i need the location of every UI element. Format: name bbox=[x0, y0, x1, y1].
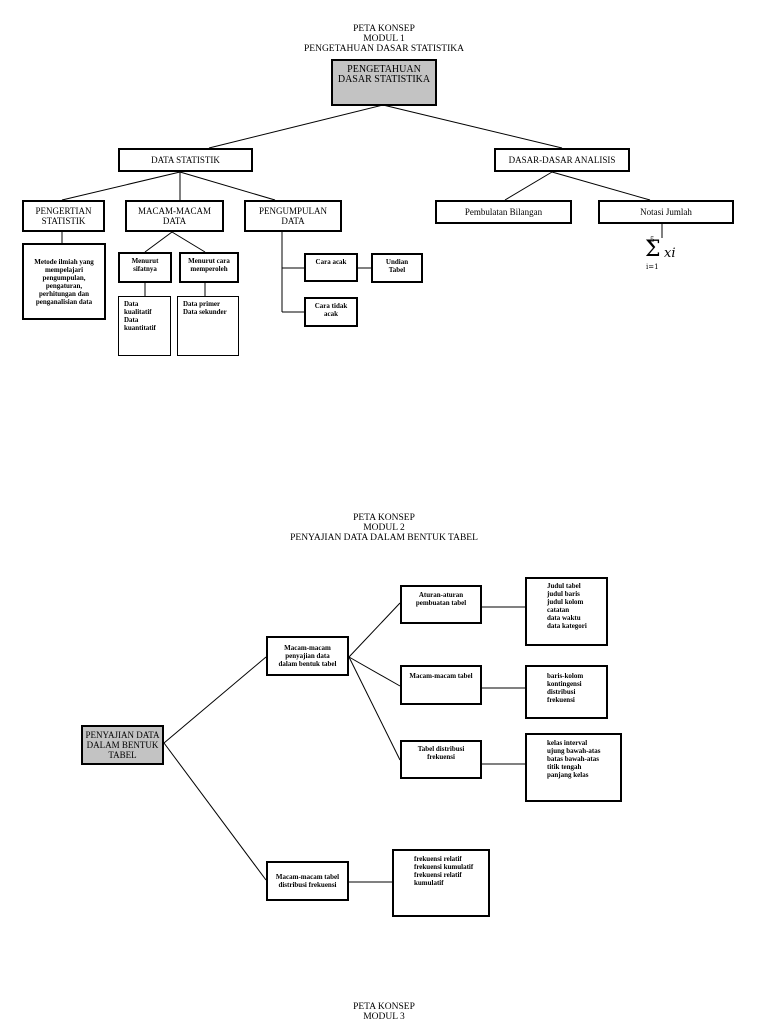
heading-line: PENYAJIAN DATA DALAM BENTUK TABEL bbox=[290, 533, 478, 543]
connector bbox=[179, 171, 276, 201]
node-tabel-distribusi: Tabel distribusi frekuensi bbox=[400, 740, 482, 779]
heading-line: PETA KONSEP bbox=[353, 24, 415, 34]
node-macam-data: MACAM-MACAM DATA bbox=[125, 200, 224, 232]
heading-line: MODUL 1 bbox=[363, 34, 405, 44]
node-pengertian-definition: Metode ilmiah yang mempelajari pengumpul… bbox=[22, 243, 106, 320]
heading-line: PETA KONSEP bbox=[353, 1002, 415, 1012]
connector bbox=[348, 656, 401, 687]
connector bbox=[144, 231, 173, 253]
node-aturan-items: Judul tabel judul baris judul kolom cata… bbox=[525, 577, 608, 646]
root-node-pengetahuan: PENGETAHUAN DASAR STATISTIKA bbox=[331, 59, 437, 106]
node-distribusi-items: kelas interval ujung bawah-atas batas ba… bbox=[525, 733, 622, 802]
sigma-icon: Σ bbox=[645, 237, 661, 262]
sum-upper-limit: 5 bbox=[650, 236, 655, 244]
connector bbox=[163, 742, 267, 881]
node-frekuensi-items: frekuensi relatif frekuensi kumulatif fr… bbox=[392, 849, 490, 917]
heading-line: PETA KONSEP bbox=[353, 513, 415, 523]
modul1-heading: PETA KONSEP MODUL 1 PENGETAHUAN DASAR ST… bbox=[0, 24, 768, 54]
node-dasar-analisis: DASAR-DASAR ANALISIS bbox=[494, 148, 630, 172]
connector bbox=[382, 104, 563, 149]
node-cara-items: Data primer Data sekunder bbox=[177, 296, 239, 356]
modul2-heading: PETA KONSEP MODUL 2 PENYAJIAN DATA DALAM… bbox=[0, 513, 768, 543]
node-undian-tabel: Undian Tabel bbox=[371, 253, 423, 283]
connector bbox=[504, 171, 553, 201]
node-aturan-pembuatan: Aturan-aturan pembuatan tabel bbox=[400, 585, 482, 624]
node-menurut-sifatnya: Menurut sifatnya bbox=[118, 252, 172, 283]
node-macam-tabel-items: baris-kolom kontingensi distribusi freku… bbox=[525, 665, 608, 719]
node-pengertian-statistik: PENGERTIAN STATISTIK bbox=[22, 200, 105, 232]
connector bbox=[171, 231, 206, 253]
sum-term: xi bbox=[664, 246, 676, 261]
sum-lower-limit: i=1 bbox=[646, 263, 659, 271]
connector bbox=[551, 171, 651, 201]
modul3-heading: PETA KONSEP MODUL 3 bbox=[0, 1002, 768, 1022]
node-macam-tabel: Macam-macam tabel bbox=[400, 665, 482, 705]
heading-line: PENGETAHUAN DASAR STATISTIKA bbox=[304, 44, 464, 54]
root-node-penyajian: PENYAJIAN DATA DALAM BENTUK TABEL bbox=[81, 725, 164, 765]
node-macam-distribusi: Macam-macam tabel distribusi frekuensi bbox=[266, 861, 349, 901]
node-cara-tidak-acak: Cara tidak acak bbox=[304, 297, 358, 327]
connector bbox=[348, 602, 401, 658]
connector bbox=[61, 171, 181, 201]
heading-line: MODUL 3 bbox=[363, 1012, 405, 1022]
node-cara-acak: Cara acak bbox=[304, 253, 358, 282]
node-notasi-jumlah: Notasi Jumlah bbox=[598, 200, 734, 224]
connector bbox=[208, 104, 384, 149]
summation-formula: 5 Σ i=1 xi bbox=[642, 236, 692, 276]
connector bbox=[348, 656, 401, 761]
node-sifat-items: Data kualitatif Data kuantitatif bbox=[118, 296, 171, 356]
node-pembulatan-bilangan: Pembulatan Bilangan bbox=[435, 200, 572, 224]
node-macam-penyajian: Macam-macam penyajian data dalam bentuk … bbox=[266, 636, 349, 676]
node-data-statistik: DATA STATISTIK bbox=[118, 148, 253, 172]
connector bbox=[163, 656, 267, 744]
node-menurut-cara: Menurut cara memperoleh bbox=[179, 252, 239, 283]
node-pengumpulan-data: PENGUMPULAN DATA bbox=[244, 200, 342, 232]
heading-line: MODUL 2 bbox=[363, 523, 405, 533]
